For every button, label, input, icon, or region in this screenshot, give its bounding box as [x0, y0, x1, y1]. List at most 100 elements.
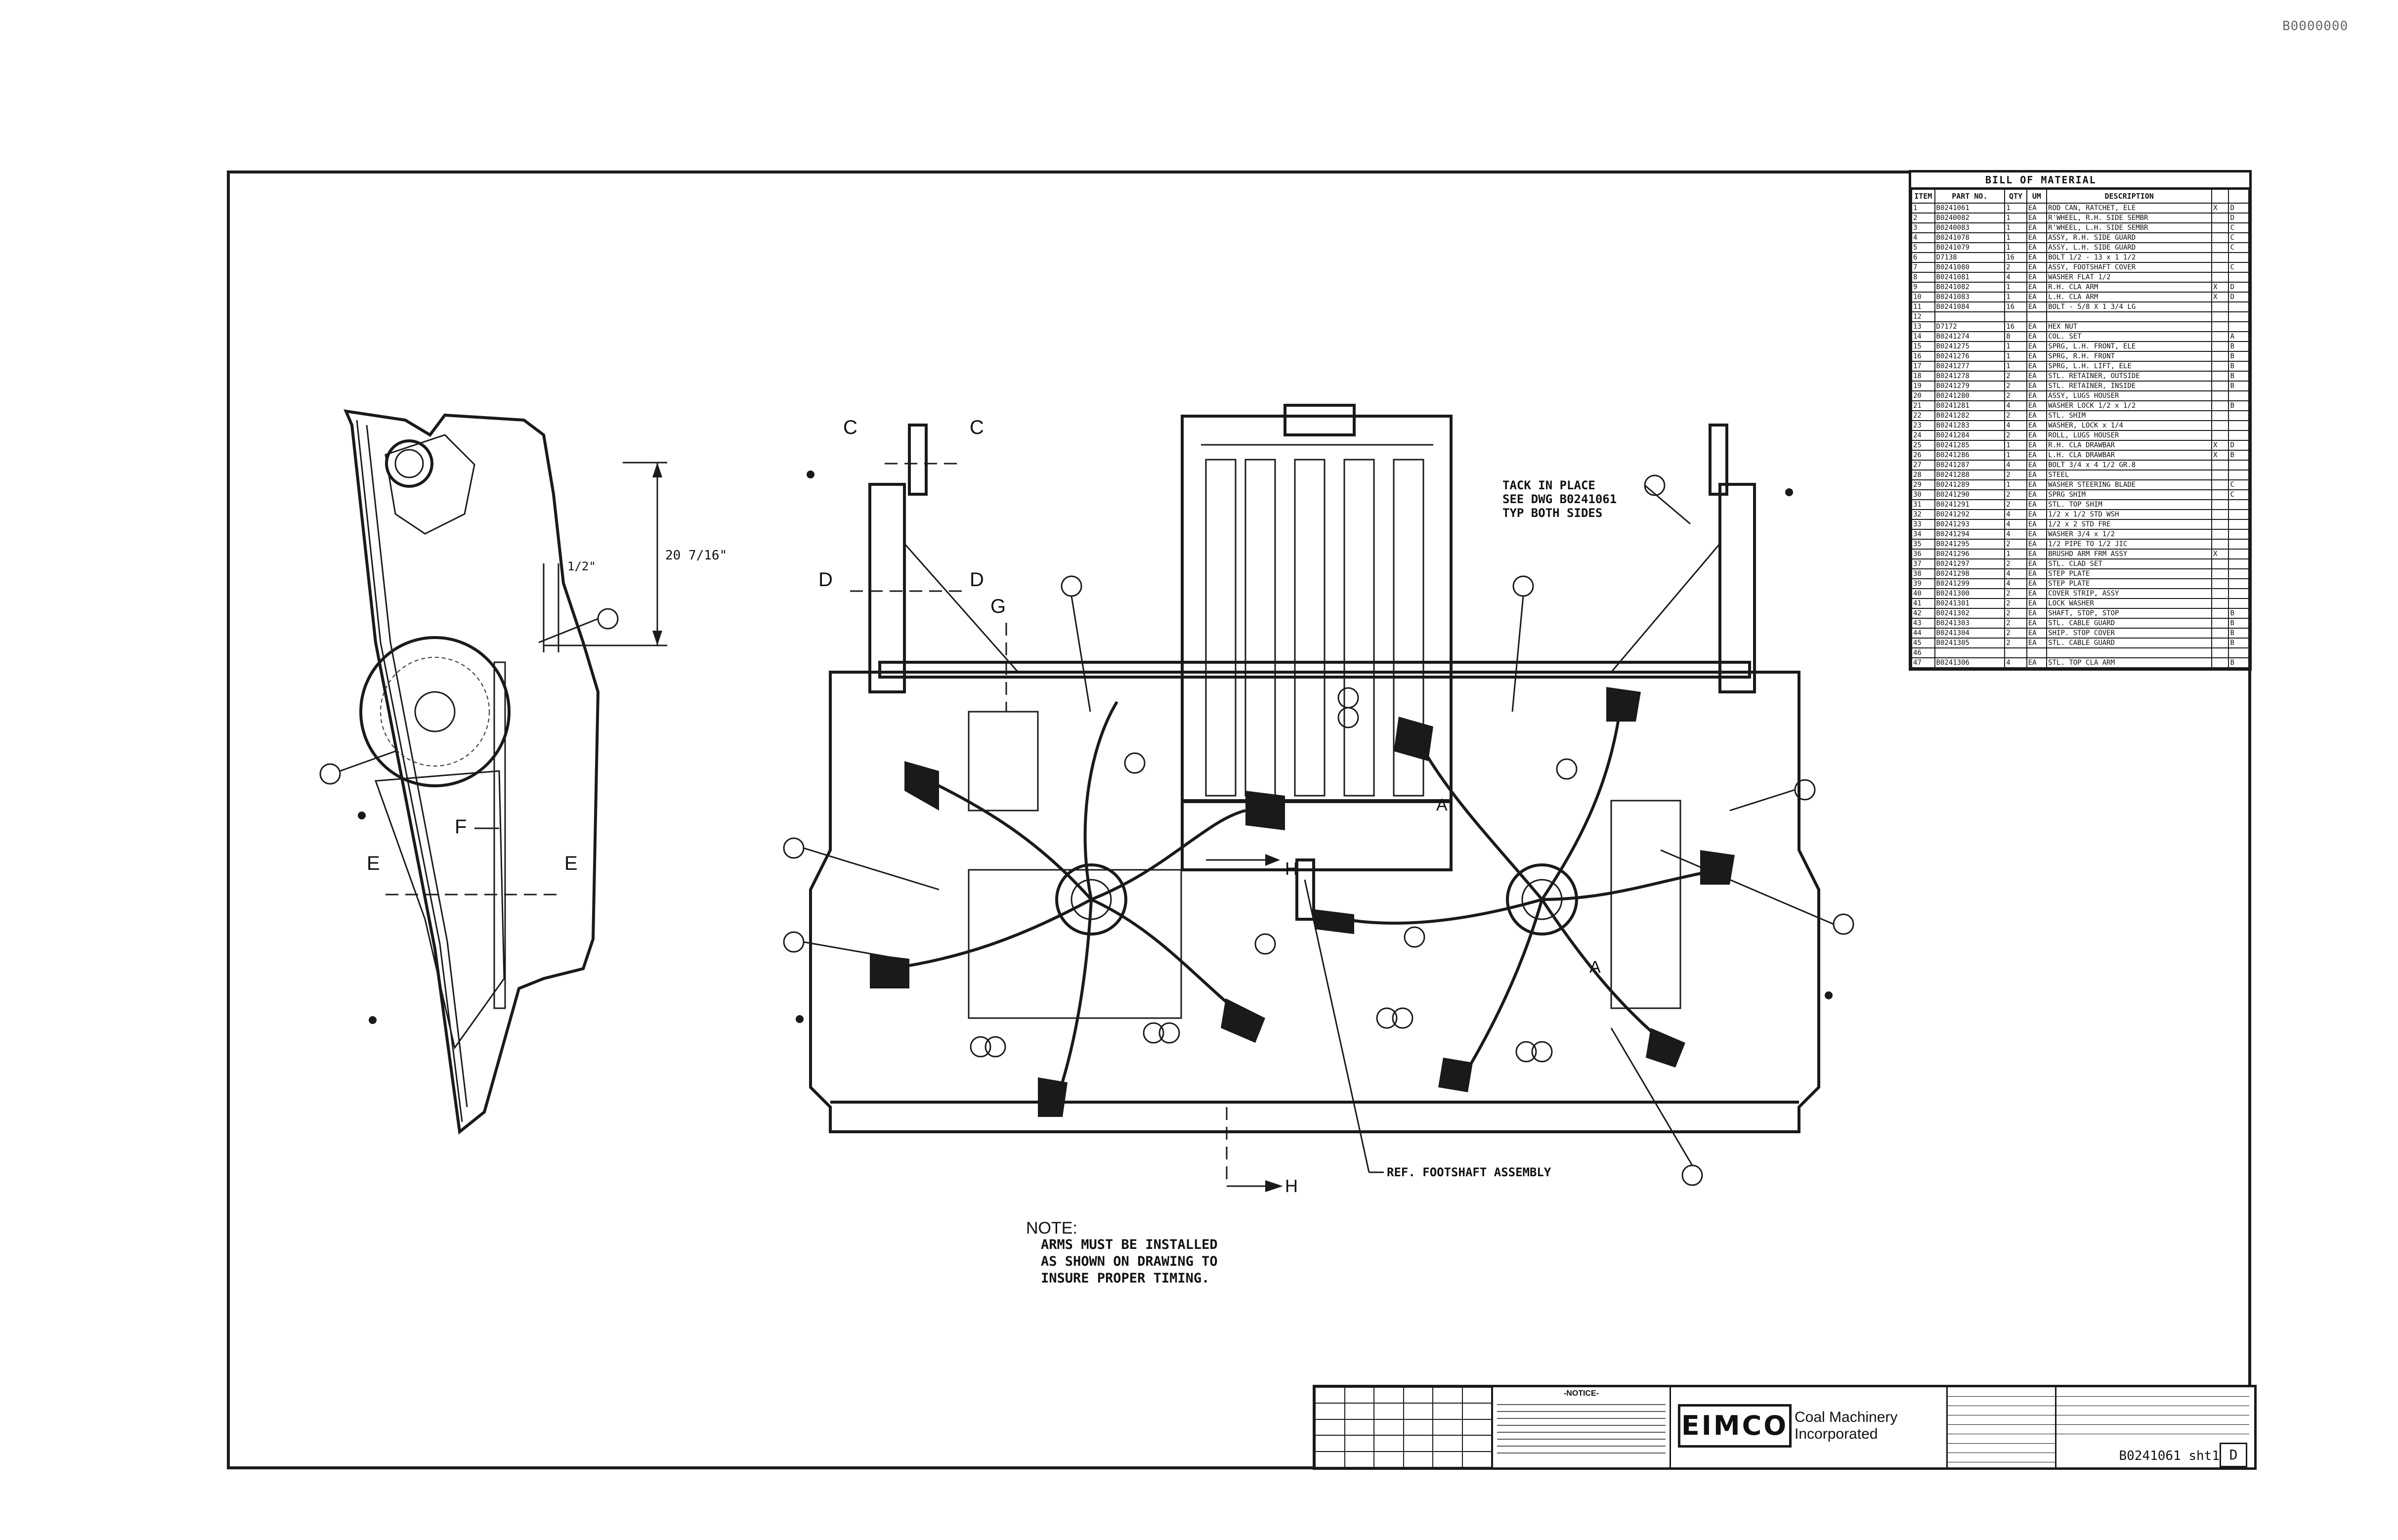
bill-of-material: BILL OF MATERIAL ITEM PART NO. QTY UM DE… — [1909, 170, 2252, 671]
bom-cell-part-no: B0241292 — [1934, 509, 2006, 520]
bom-cell-um: EA — [2026, 272, 2048, 283]
bom-cell-qty: 2 — [2004, 470, 2027, 480]
bom-cell-size — [2228, 588, 2249, 599]
bom-cell-part-no: B0241297 — [1934, 558, 2006, 569]
bom-cell-item: 9 — [1911, 282, 1935, 293]
company-name-line-2: Incorporated — [1795, 1426, 1878, 1442]
bom-cell-flag — [2211, 509, 2229, 520]
bom-cell-flag — [2211, 529, 2229, 540]
bom-cell-description: STEEL — [2046, 470, 2213, 480]
bom-cell-qty — [2004, 647, 2027, 658]
bom-cell-size: B — [2228, 341, 2249, 352]
bom-cell-size — [2228, 301, 2249, 312]
bom-cell-size — [2228, 272, 2249, 283]
bom-cell-size: B — [2228, 608, 2249, 619]
bom-cell-flag — [2211, 400, 2229, 411]
bom-cell-um: EA — [2026, 450, 2048, 461]
bom-cell-item: 40 — [1911, 588, 1935, 599]
bom-cell-flag — [2211, 578, 2229, 589]
bom-cell-item: 6 — [1911, 252, 1935, 263]
bom-cell-flag: X — [2211, 440, 2229, 451]
bom-cell-qty: 4 — [2004, 420, 2027, 431]
bom-cell-description: STL. RETAINER, OUTSIDE — [2046, 371, 2213, 382]
bom-cell-description: R.H. CLA ARM — [2046, 282, 2213, 293]
bom-header-part-no: PART NO. — [1934, 189, 2006, 204]
section-a-right: A — [1589, 958, 1601, 977]
bom-cell-flag — [2211, 568, 2229, 579]
bom-cell-part-no: B0241276 — [1934, 351, 2006, 362]
bom-cell-description: ASSY, FOOTSHAFT COVER — [2046, 262, 2213, 273]
bom-cell-size — [2228, 539, 2249, 550]
footshaft-callout: REF. FOOTSHAFT ASSEMBLY — [1387, 1165, 1551, 1179]
bom-cell-part-no: B0241301 — [1934, 598, 2006, 609]
bom-cell-description: SHAFT, STOP, STOP — [2046, 608, 2213, 619]
side-view: 20 7/16" 1/2" E E F — [319, 409, 727, 1135]
bom-cell-item: 46 — [1911, 647, 1935, 658]
bom-cell-item: 39 — [1911, 578, 1935, 589]
bom-cell-description: L.H. CLA DRAWBAR — [2046, 450, 2213, 461]
bom-cell-qty: 1 — [2004, 242, 2027, 253]
bom-header-size — [2228, 189, 2249, 204]
bom-cell-size — [2228, 509, 2249, 520]
bom-cell-part-no: D7138 — [1934, 252, 2006, 263]
bom-cell-item: 23 — [1911, 420, 1935, 431]
bom-row: 12 — [1911, 311, 2249, 322]
bom-cell-size: B — [2228, 400, 2249, 411]
bom-cell-item: 21 — [1911, 400, 1935, 411]
bom-cell-qty: 1 — [2004, 222, 2027, 233]
bom-cell-part-no: B0241079 — [1934, 242, 2006, 253]
front-view: C C D D G H H A A — [783, 404, 1854, 1196]
bom-cell-item: 12 — [1911, 311, 1935, 322]
bom-cell-item: 24 — [1911, 430, 1935, 441]
bom-cell-um: EA — [2026, 222, 2048, 233]
bom-cell-flag — [2211, 351, 2229, 362]
bom-cell-part-no: B0241080 — [1934, 262, 2006, 273]
bom-cell-flag — [2211, 222, 2229, 233]
bom-cell-part-no: B0241287 — [1934, 460, 2006, 471]
drawing-stamp: B0000000 — [2282, 19, 2349, 34]
bom-cell-um: EA — [2026, 430, 2048, 441]
bom-header-qty: QTY — [2004, 189, 2027, 204]
bom-cell-um: EA — [2026, 558, 2048, 569]
bom-cell-flag — [2211, 232, 2229, 243]
bom-cell-size — [2228, 311, 2249, 322]
bom-cell-description: STL. RETAINER, INSIDE — [2046, 381, 2213, 391]
note-heading: NOTE: — [1026, 1219, 1077, 1238]
drum-outer — [359, 636, 511, 787]
bom-cell-qty: 2 — [2004, 499, 2027, 510]
bom-cell-um: EA — [2026, 390, 2048, 401]
bom-cell-flag — [2211, 499, 2229, 510]
bom-cell-part-no: B0241277 — [1934, 361, 2006, 372]
section-e-left: E — [367, 853, 380, 874]
drawing-number: B0241061 sht1 — [2119, 1449, 2220, 1463]
bom-cell-size: B — [2228, 638, 2249, 648]
bom-cell-description: BRUSHD ARM FRM ASSY — [2046, 549, 2213, 559]
bom-cell-description: STL. CABLE GUARD — [2046, 618, 2213, 629]
bom-cell-size — [2228, 647, 2249, 658]
bom-cell-description: L.H. CLA ARM — [2046, 292, 2213, 302]
bom-cell-description: WASHER STEERING BLADE — [2046, 479, 2213, 490]
bom-cell-um: EA — [2026, 608, 2048, 619]
drum-hub — [414, 691, 456, 732]
bom-cell-description: HEX NUT — [2046, 321, 2213, 332]
tack-note-line-3: TYP BOTH SIDES — [1502, 506, 1602, 520]
bom-cell-item: 33 — [1911, 519, 1935, 530]
bom-cell-qty: 2 — [2004, 618, 2027, 629]
bom-cell-description: SPRG, L.H. FRONT, ELE — [2046, 341, 2213, 352]
bom-cell-description: STEP PLATE — [2046, 568, 2213, 579]
bom-cell-part-no: B0240082 — [1934, 213, 2006, 223]
bom-cell-um: EA — [2026, 242, 2048, 253]
bom-cell-description: STL. SHIM — [2046, 410, 2213, 421]
bom-cell-flag: X — [2211, 549, 2229, 559]
bom-cell-part-no: B0241288 — [1934, 470, 2006, 480]
bom-cell-size — [2228, 568, 2249, 579]
bom-cell-um: EA — [2026, 213, 2048, 223]
